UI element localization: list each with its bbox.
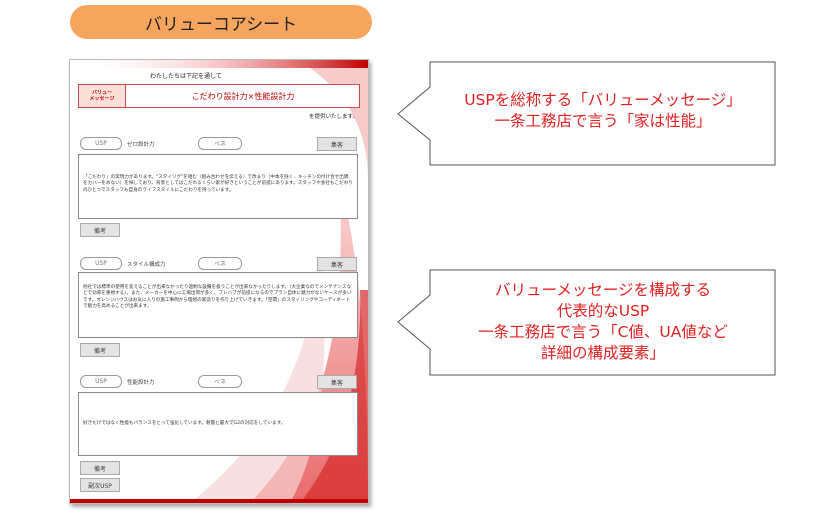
usp-pill: USP	[80, 257, 122, 270]
value-message-text: こだわり設計力×性能設計力	[191, 91, 295, 101]
value-core-sheet: わたしたちは下記を通して バリュー メッセージ こだわり設計力×性能設計力 を提…	[69, 59, 369, 504]
value-message-box: バリュー メッセージ こだわり設計力×性能設計力	[78, 84, 360, 108]
provide-text: を提供いたします。	[309, 114, 358, 120]
callout-arrow-usp	[397, 61, 776, 166]
bene-pill: ベネ	[198, 257, 242, 270]
sheet-bottom-bar	[70, 499, 368, 503]
note-tag: 備考	[80, 461, 120, 475]
bene-pill: ベネ	[198, 137, 242, 150]
note-tag: 備考	[80, 343, 120, 357]
section-body: 「こだわり」の実現力があります。"スタイリグ"を組む（組み合わせを伝える）で改ま…	[78, 154, 358, 219]
callout-text-components: バリューメッセージを構成する 代表的なUSP 一条工務店で言う「C値、UA値など…	[478, 281, 728, 362]
intro-text: わたしたちは下記を通して	[150, 73, 222, 80]
usp-pill: USP	[80, 137, 122, 150]
bene-pill: ベネ	[198, 375, 242, 388]
section-name: スタイル構成力	[127, 262, 166, 268]
section-body: 他社では標準の使用を変えることが出来なかったり過剰な設備を扱うことが出来なかった…	[78, 272, 358, 338]
tag-shukyaku: 集客	[317, 257, 357, 271]
tag-shukyaku: 集客	[317, 375, 357, 389]
page-title: バリューコアシート	[70, 5, 372, 39]
tag-shukyaku: 集客	[317, 137, 357, 151]
section-body: 好きだけではなく性能もバランスをとって強化しています。耐震と最大でG2の対応をし…	[78, 392, 358, 456]
callout-text-usp: USPを総称する「バリューメッセージ」 一条工務店で言う「家は性能」	[464, 91, 742, 130]
callout-arrow-components	[397, 269, 776, 376]
secondary-usp-tag: 副次USP	[80, 478, 120, 492]
section-name: ゼロ設計力	[127, 142, 155, 148]
usp-pill: USP	[80, 375, 122, 388]
section-name: 性能設計力	[127, 380, 155, 386]
value-message-label: バリュー メッセージ	[79, 85, 126, 107]
note-tag: 備考	[80, 223, 120, 237]
